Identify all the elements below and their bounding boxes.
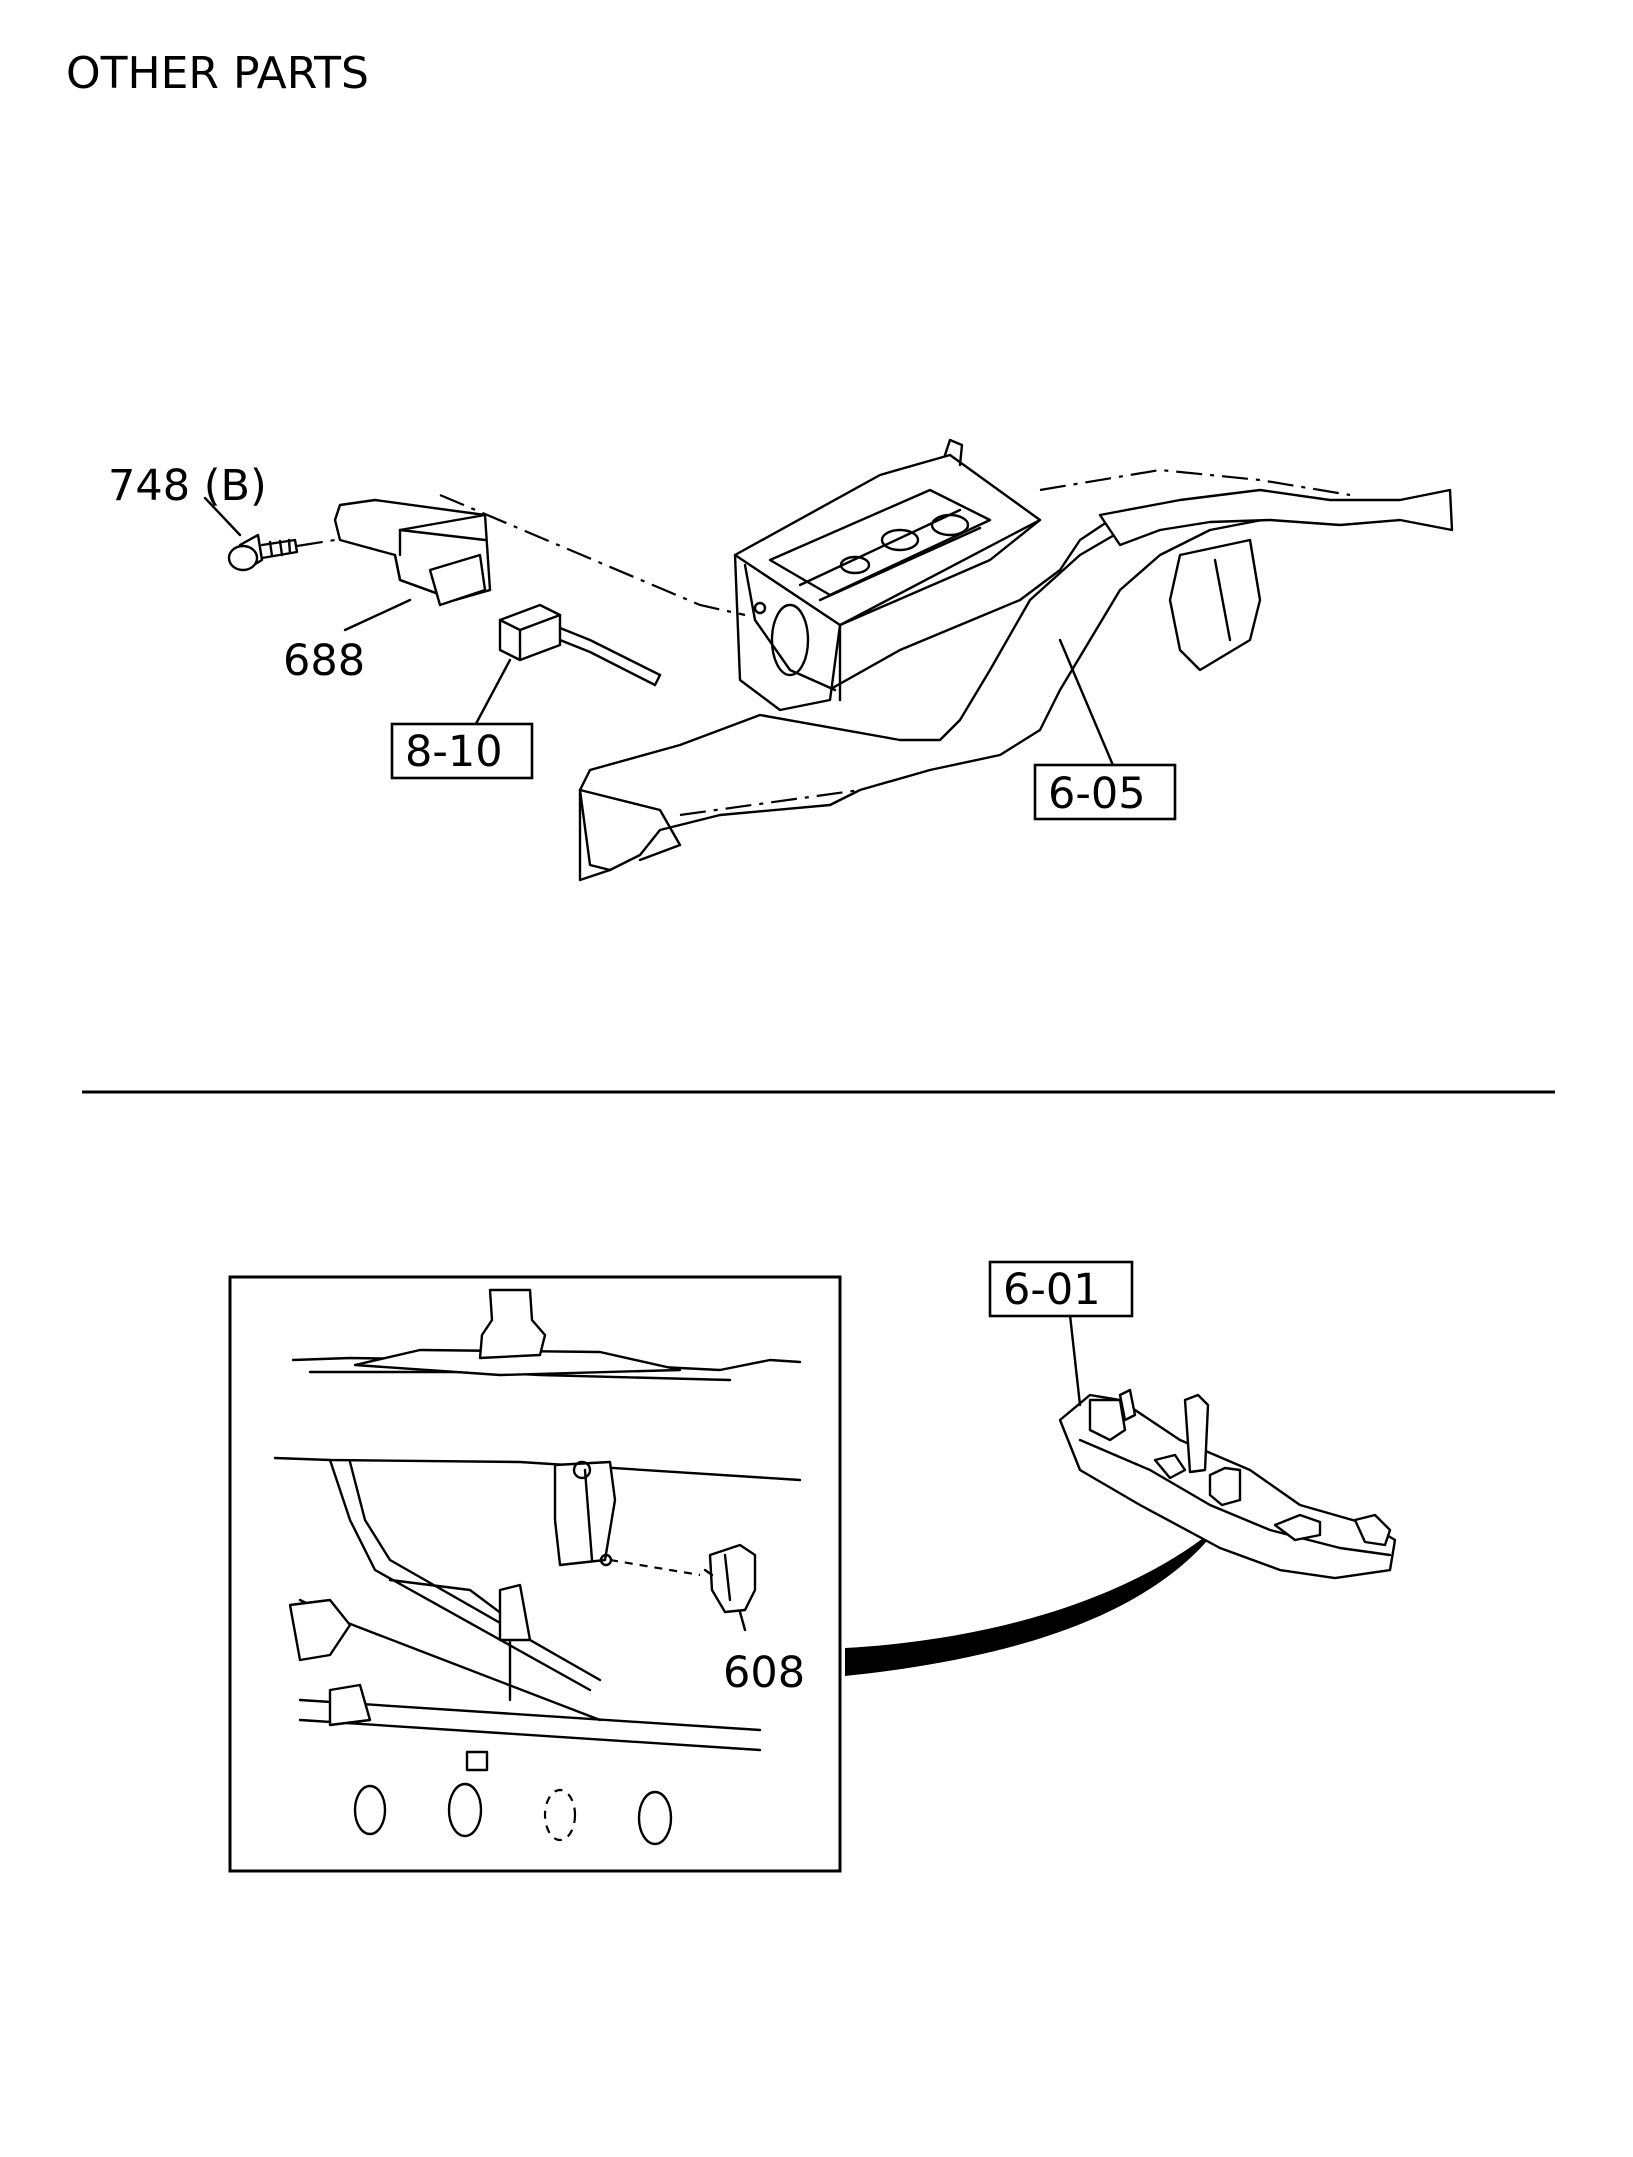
leader-688 xyxy=(343,598,412,632)
detail-pointer-arrow xyxy=(845,1525,1220,1676)
connector-810-drawing xyxy=(468,603,662,737)
frame-crossmember-drawing xyxy=(578,438,1454,882)
callout-601-box xyxy=(988,1260,1134,1318)
callout-601: 6-01 xyxy=(1003,1265,1101,1315)
callout-810: 8-10 xyxy=(405,727,503,777)
leader-605 xyxy=(1058,638,1117,772)
bracket-688-drawing xyxy=(333,493,746,617)
callout-608: 608 xyxy=(723,1648,805,1698)
bolt-748b-drawing xyxy=(203,496,336,572)
callout-688: 688 xyxy=(283,636,365,686)
callout-605: 6-05 xyxy=(1048,769,1146,819)
detail-inset-drawing xyxy=(273,1288,802,1846)
crossmember-601-drawing xyxy=(1058,1313,1397,1580)
callout-748b: 748 (B) xyxy=(108,461,267,511)
callout-810-box xyxy=(390,722,534,780)
page-title: OTHER PARTS xyxy=(66,48,369,99)
callout-605-box xyxy=(1033,763,1177,821)
